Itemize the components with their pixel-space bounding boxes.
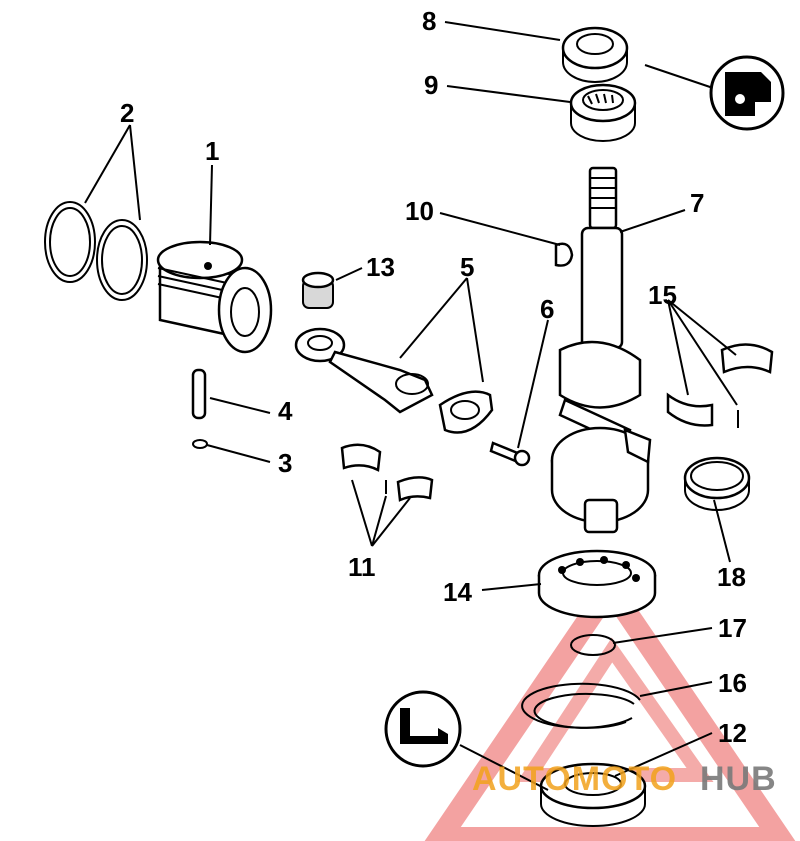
callout-15: 15 xyxy=(648,280,677,310)
callout-labels: 8 9 2 1 10 7 13 5 15 6 4 3 11 18 14 17 1… xyxy=(120,6,747,748)
part-4-wrist-pin xyxy=(191,368,207,420)
icon-8-leader-line xyxy=(644,64,714,89)
part-15-bearing-liners xyxy=(666,343,774,428)
callout-6: 6 xyxy=(540,294,554,324)
part-6-rod-screw xyxy=(489,441,531,467)
part-17-snap-ring xyxy=(570,634,616,656)
part-10-woodruff-key xyxy=(554,242,574,267)
callout-17: 17 xyxy=(718,613,747,643)
part-14-ball-bearing xyxy=(537,549,657,619)
icon-12-leader-line xyxy=(459,744,549,791)
callout-18: 18 xyxy=(717,562,746,592)
sealant-tube-icon xyxy=(709,55,785,131)
part-18-seal-ring xyxy=(683,456,751,511)
part-1-piston xyxy=(156,240,273,354)
callout-10: 10 xyxy=(405,196,434,226)
callout-3: 3 xyxy=(278,448,292,478)
part-13-needle-bearing xyxy=(301,271,335,309)
callout-1: 1 xyxy=(205,136,219,166)
callout-4: 4 xyxy=(278,396,293,426)
callout-13: 13 xyxy=(366,252,395,282)
callout-16: 16 xyxy=(718,668,747,698)
part-9-needle-bearing xyxy=(569,83,637,142)
callout-14: 14 xyxy=(443,577,472,607)
leader-lines xyxy=(84,21,738,777)
callout-8: 8 xyxy=(422,6,436,36)
part-7-crankshaft xyxy=(550,166,652,534)
part-2-piston-rings xyxy=(44,201,148,301)
watermark-text-hub: HUB xyxy=(700,760,777,798)
callout-9: 9 xyxy=(424,70,438,100)
callout-2: 2 xyxy=(120,98,134,128)
part-8-oil-seal xyxy=(561,26,629,83)
watermark-text-automoto: AUTOMOTO xyxy=(472,760,677,798)
callout-7: 7 xyxy=(690,188,704,218)
part-3-retaining-ring xyxy=(192,439,208,449)
part-16-retaining-ring xyxy=(521,682,641,729)
hex-key-icon xyxy=(384,690,462,768)
callout-11: 11 xyxy=(348,552,376,582)
callout-5: 5 xyxy=(460,252,474,282)
part-5-connecting-rod xyxy=(294,327,494,434)
watermark-wordmark: AUTOMOTO HUB xyxy=(472,760,777,798)
callout-12: 12 xyxy=(718,718,747,748)
part-11-bearing-liners xyxy=(340,443,434,502)
